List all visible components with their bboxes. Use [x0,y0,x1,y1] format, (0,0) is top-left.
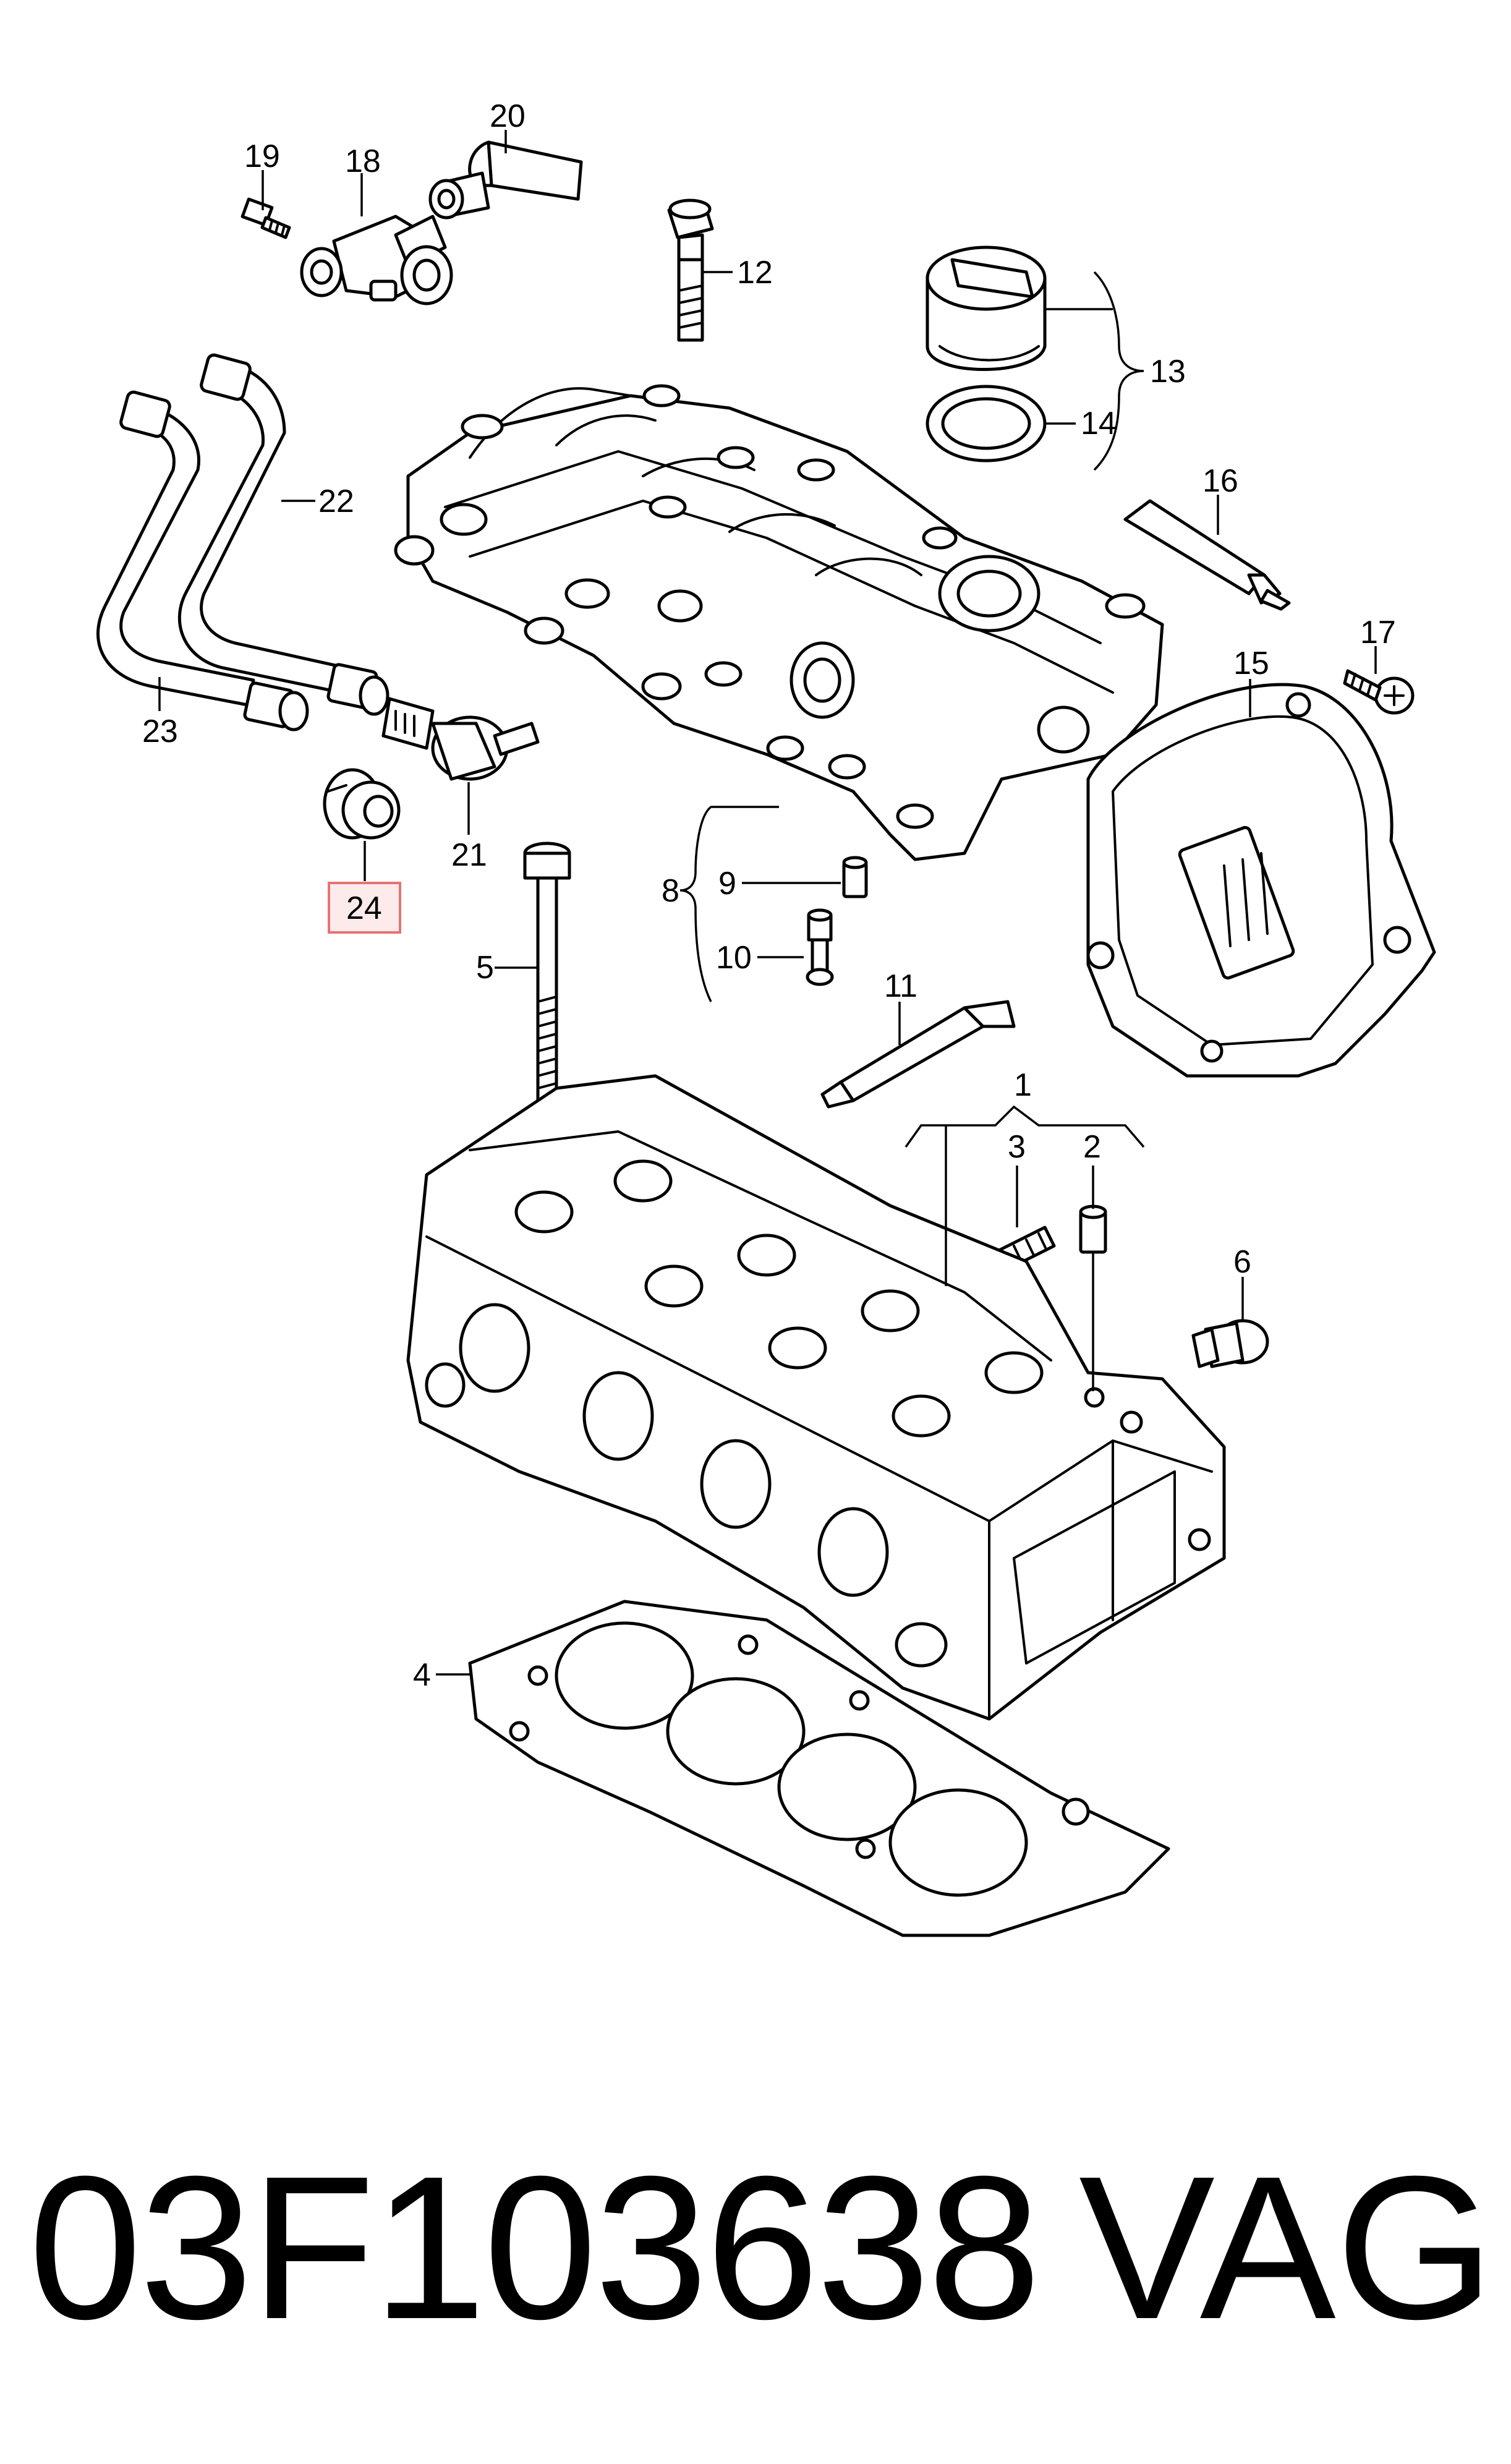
callout-3: 3 [1008,1129,1026,1165]
callout-9: 9 [718,866,736,902]
part-number-label: 03F103638 [28,2133,1041,2361]
part-18-valve [300,215,453,305]
callout-16: 16 [1202,463,1238,499]
callout-17: 17 [1360,615,1396,650]
callout-20: 20 [490,98,526,134]
part-23-pipe [96,390,309,731]
cylinder-head [406,1074,1226,1721]
callout-6: 6 [1233,1244,1251,1280]
callout-19: 19 [244,139,280,174]
leader-lines [158,130,1377,1676]
part-11-sealant-tube [820,1000,1016,1109]
callout-8: 8 [662,873,679,909]
callout-15: 15 [1233,646,1269,681]
part-12-bolt [667,198,714,342]
callout-18: 18 [345,143,381,179]
part-15-cover [1086,683,1436,1078]
callout-12: 12 [737,255,773,291]
part-17-screw [1343,669,1415,715]
part-2-dowel [1079,1204,1107,1254]
part-5-bolt [523,842,571,1127]
part-22-pipe [177,353,389,716]
part-21-sender [381,697,540,781]
callout-23: 23 [142,714,178,749]
callout-22: 22 [318,484,354,519]
callout-13: 13 [1150,354,1186,390]
part-6-plug-bolt [1191,1319,1269,1368]
part-13-filler-cap [926,245,1047,371]
callout-21: 21 [451,837,487,873]
callout-1: 1 [1014,1067,1032,1103]
part-4-gasket [468,1600,1170,1937]
highlight-box-24 [328,882,401,934]
part-10-bolt [806,908,834,986]
part-14-seal [926,385,1047,463]
part-20-hose [428,140,583,220]
part-24-plug [323,768,401,840]
camshaft-housing [394,384,1164,861]
callout-2: 2 [1083,1129,1101,1165]
callout-11: 11 [884,968,917,1004]
callout-14: 14 [1081,406,1117,441]
callout-5: 5 [476,950,494,986]
part-9-pin [842,856,868,898]
callout-10: 10 [716,940,752,976]
callout-24: 24 [346,890,382,926]
callout-4: 4 [413,1657,431,1693]
part-19-bolt [240,197,291,239]
callout-labels: 20 19 18 12 13 14 16 17 15 22 23 21 24 8… [142,98,1396,1693]
brand-label: VAG [1079,2133,1495,2361]
part-16-sealant-tube [1123,499,1291,611]
